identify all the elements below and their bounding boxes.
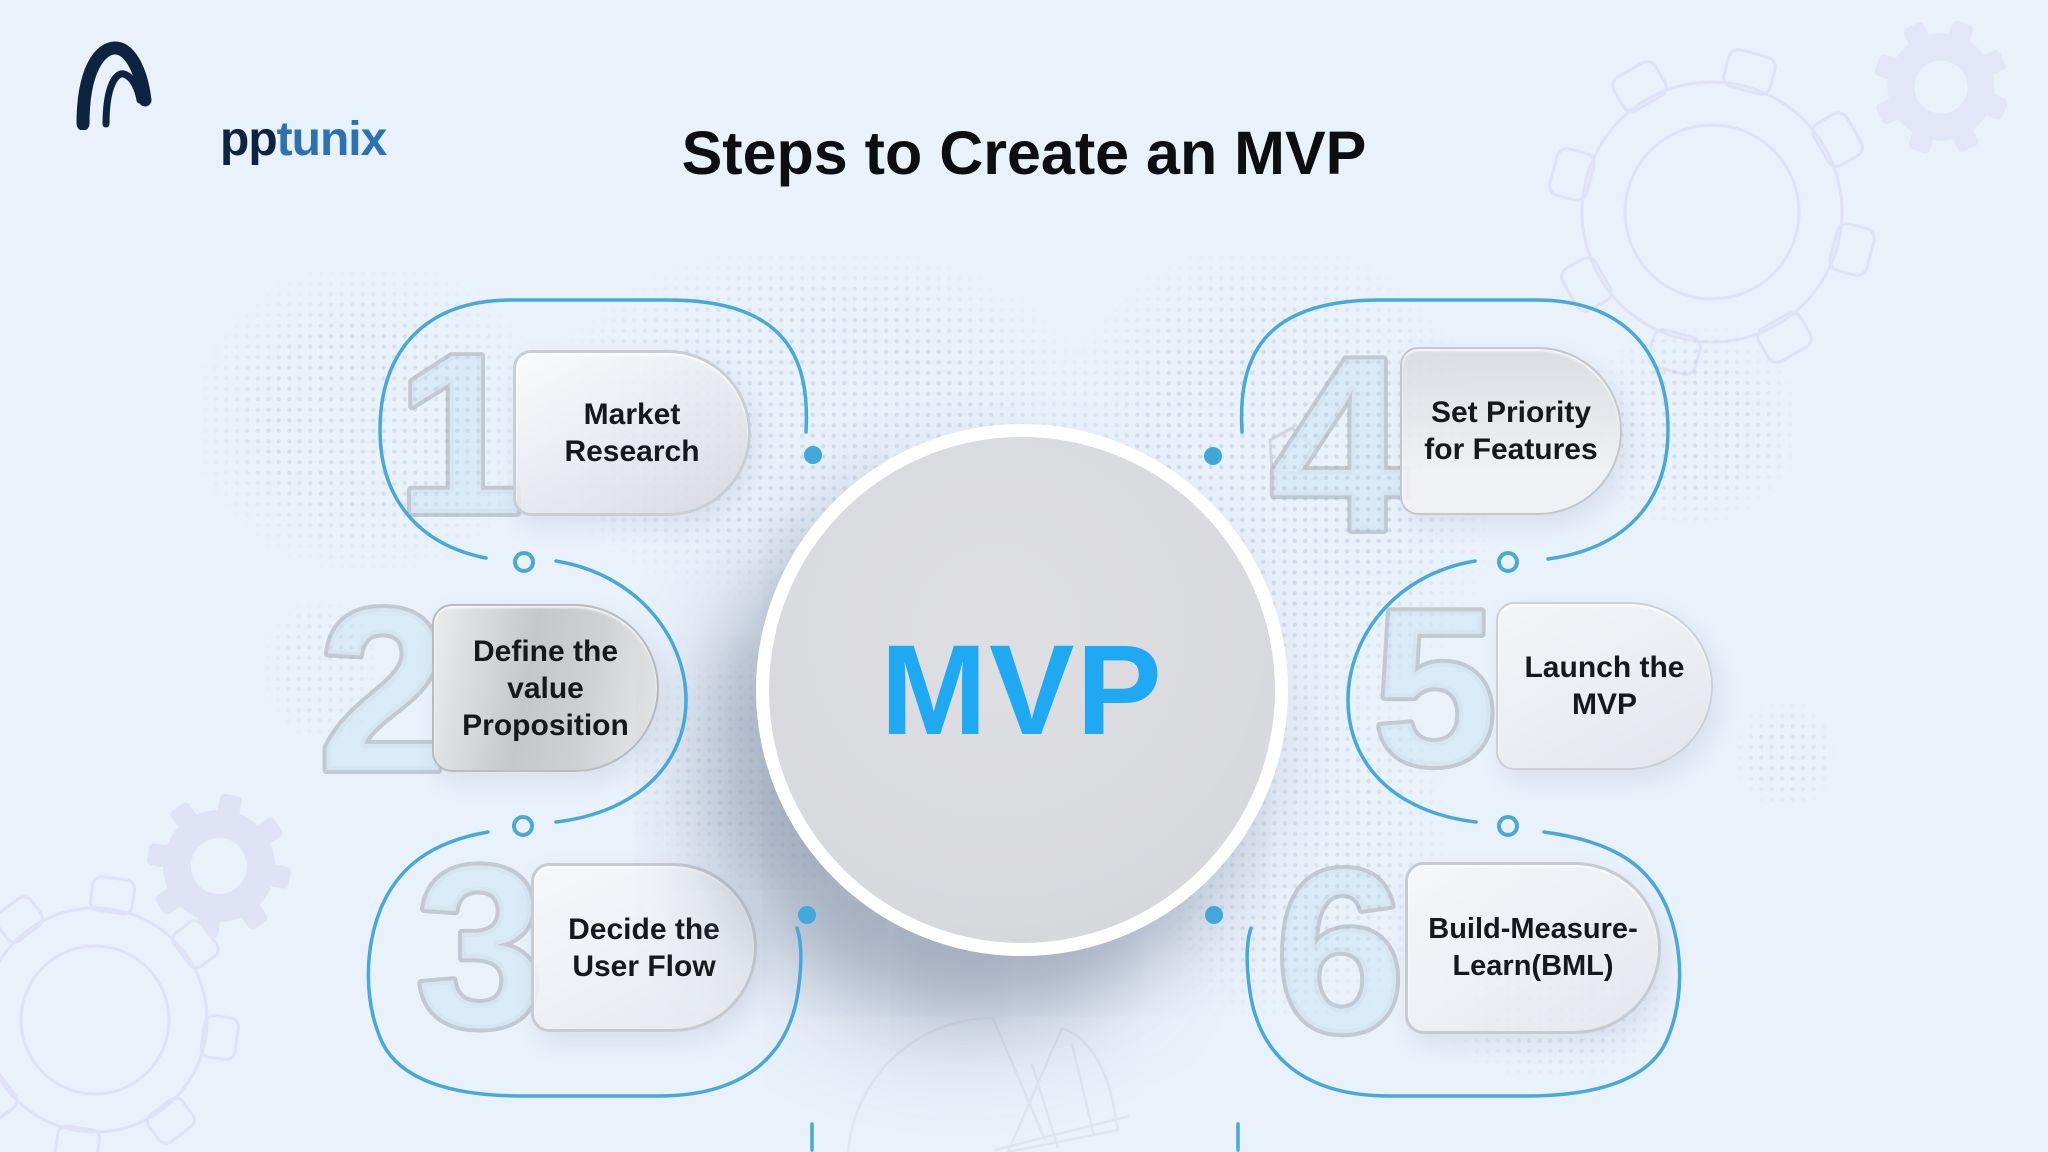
title-highlight: MVP	[1234, 119, 1367, 187]
wordmark-dark-part: pp	[220, 113, 278, 166]
chart-doodle-icon	[846, 1016, 1131, 1152]
step-3-label-line: User Flow	[572, 949, 716, 983]
step-4-label-line: Set Priority	[1430, 396, 1592, 429]
step-2-label-line: Define the	[472, 634, 619, 668]
flow-path-step4	[1239, 298, 1670, 561]
connector-dot	[1205, 906, 1223, 924]
step-6-card: Build-Measure- Learn(BML)	[1405, 862, 1661, 1034]
connector-dot	[804, 446, 822, 464]
step-4-card: Set Priority for Features	[1400, 347, 1622, 515]
gear-outline-bottomleft-icon	[0, 875, 240, 1152]
step-6-label-line: Learn(BML)	[1452, 950, 1614, 982]
apptunix-logo: pptunix	[74, 40, 404, 164]
step-1-label-line: Market	[583, 398, 681, 431]
apptunix-arch-icon	[76, 41, 152, 131]
step-6-numeral: 6	[1275, 822, 1404, 1081]
connector-ring	[512, 815, 534, 837]
step-3-numeral: 3	[416, 818, 544, 1075]
page-title: Steps to Create an MVP	[0, 118, 2048, 188]
step-2-label-line: Proposition	[462, 708, 629, 742]
wordmark-accent-part: tunix	[276, 113, 388, 166]
step-5-label-line: MVP	[1571, 688, 1637, 721]
flow-path-step3	[366, 830, 803, 1098]
connector-dot	[1204, 447, 1222, 465]
gear-filled-left-icon	[146, 793, 292, 939]
step-3-card: Decide the User Flow	[531, 863, 757, 1032]
title-prefix: Steps to Create an	[681, 119, 1235, 187]
flow-path-step1	[378, 298, 809, 560]
gear-filled-small-icon	[1874, 20, 2008, 154]
step-6-label-line: Build-Measure-	[1428, 913, 1638, 945]
connector-dot	[798, 906, 816, 924]
step-1-card: Market Research	[513, 350, 751, 516]
connector-ring	[513, 551, 535, 573]
step-4-numeral: 4	[1270, 305, 1408, 583]
step-3-label-line: Decide the	[568, 912, 720, 946]
pentagon-doodle-icon	[1268, 426, 1314, 475]
connector-ring	[1497, 551, 1519, 573]
step-2-label-line: value	[507, 671, 584, 705]
flow-path-step6	[1245, 830, 1682, 1098]
step-5-card: Launch the MVP	[1496, 602, 1713, 770]
flow-path-step5	[1346, 559, 1478, 824]
apptunix-wordmark: pptunix	[220, 113, 388, 166]
step-2-numeral: 2	[318, 561, 447, 820]
step-4-label-line: for Features	[1424, 433, 1598, 466]
step-5-numeral: 5	[1373, 564, 1496, 812]
step-5-label-line: Launch the	[1524, 651, 1685, 684]
flow-path-step2	[554, 559, 688, 824]
gear-outline-large-icon	[1548, 48, 1876, 376]
connector-ring	[1497, 815, 1519, 837]
step-2-card: Define the value Proposition	[432, 604, 659, 772]
mvp-center-label: MVP	[880, 618, 1164, 762]
step-1-label-line: Research	[564, 435, 700, 468]
